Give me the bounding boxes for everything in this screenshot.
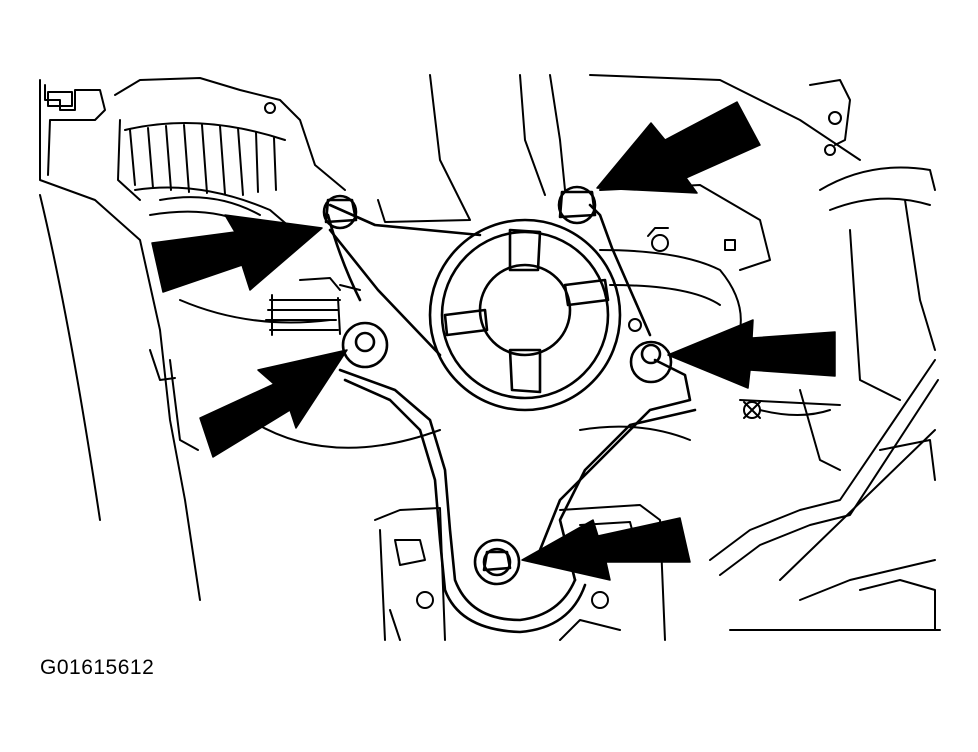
arrow-to-right-middle-bolt [667,319,836,389]
arrow-to-lower-bolt [521,517,691,581]
bolt-lower [473,538,521,586]
arrow-to-upper-right-bolt [596,101,761,194]
arrow-to-left-middle-bolt [199,349,348,458]
figure-id-label: G01615612 [40,656,155,679]
engine-background [39,74,941,641]
engine-bracket-illustration [39,74,941,641]
arrow-to-upper-left-bolt [151,214,323,293]
bolt-right-middle [629,340,673,384]
bolt-left-middle [341,321,389,369]
bolt-upper-left [322,194,358,230]
bolt-upper-right [557,185,597,225]
central-housing [428,218,622,412]
